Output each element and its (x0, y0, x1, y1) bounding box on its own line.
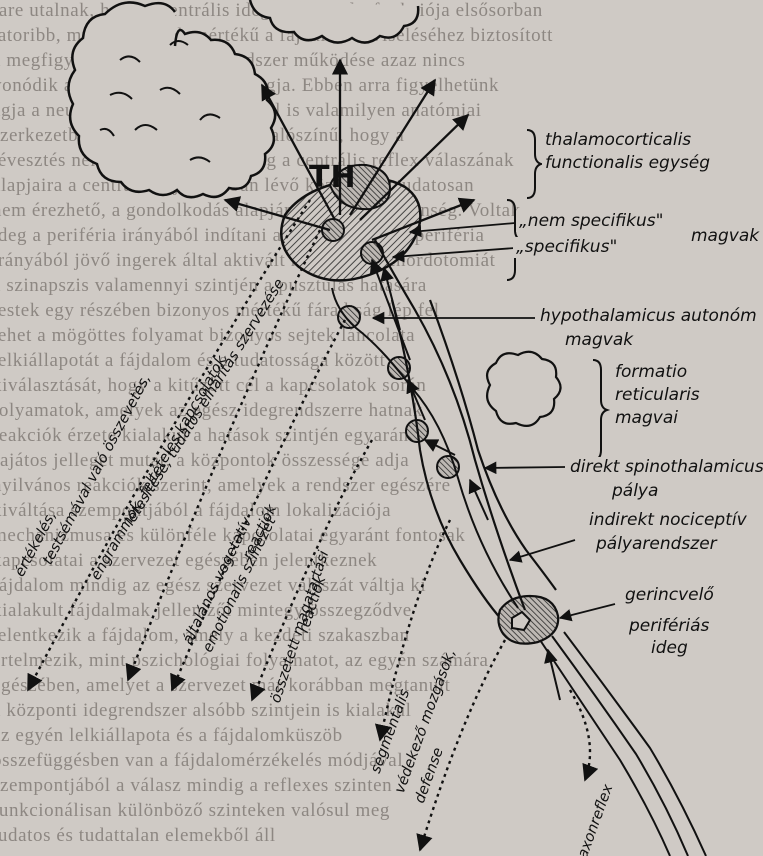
cortex-upper-right (250, 0, 418, 43)
label-indirekt-nociceptiv: indirekt nociceptív (586, 510, 750, 531)
label-periferias: perifériás (626, 616, 712, 637)
cortex-shape (68, 2, 275, 197)
cerebellum-shape (487, 352, 560, 426)
label-specifikus: „specifikus" (513, 237, 620, 258)
label-hypothalamicus-magvak: magvak (562, 330, 636, 351)
label-arrows (373, 223, 615, 618)
label-magvai: magvai (612, 408, 681, 429)
label-nem-specifikus: „nem specifikus" (516, 211, 666, 232)
label-formatio: formatio (612, 362, 690, 383)
peripheral-nerve (540, 632, 706, 856)
brace-thalamocortical (527, 130, 541, 198)
label-hypothalamicus: hypothalamicus autonóm (537, 306, 760, 327)
direct-spinothalamic-path (375, 240, 525, 610)
label-functionalis-egyseg: functionalis egység (542, 153, 713, 174)
label-direkt-spinothalamicus: direkt spinothalamicus (567, 457, 763, 478)
label-palyarendszer: pályarendszer (593, 534, 720, 555)
label-thalamocorticalis: thalamocorticalis (542, 130, 694, 151)
label-reticularis: reticularis (612, 385, 703, 406)
label-magvak: magvak (688, 226, 762, 247)
label-ideg: ideg (648, 638, 691, 659)
label-gerincvelo: gerincvelő (622, 585, 717, 606)
indirect-nociceptive-path (332, 288, 518, 608)
th-label: TH (309, 160, 357, 195)
brace-formatio (593, 360, 607, 460)
label-palya: pálya (609, 481, 661, 502)
efferent-dashed-arrows (28, 200, 590, 850)
